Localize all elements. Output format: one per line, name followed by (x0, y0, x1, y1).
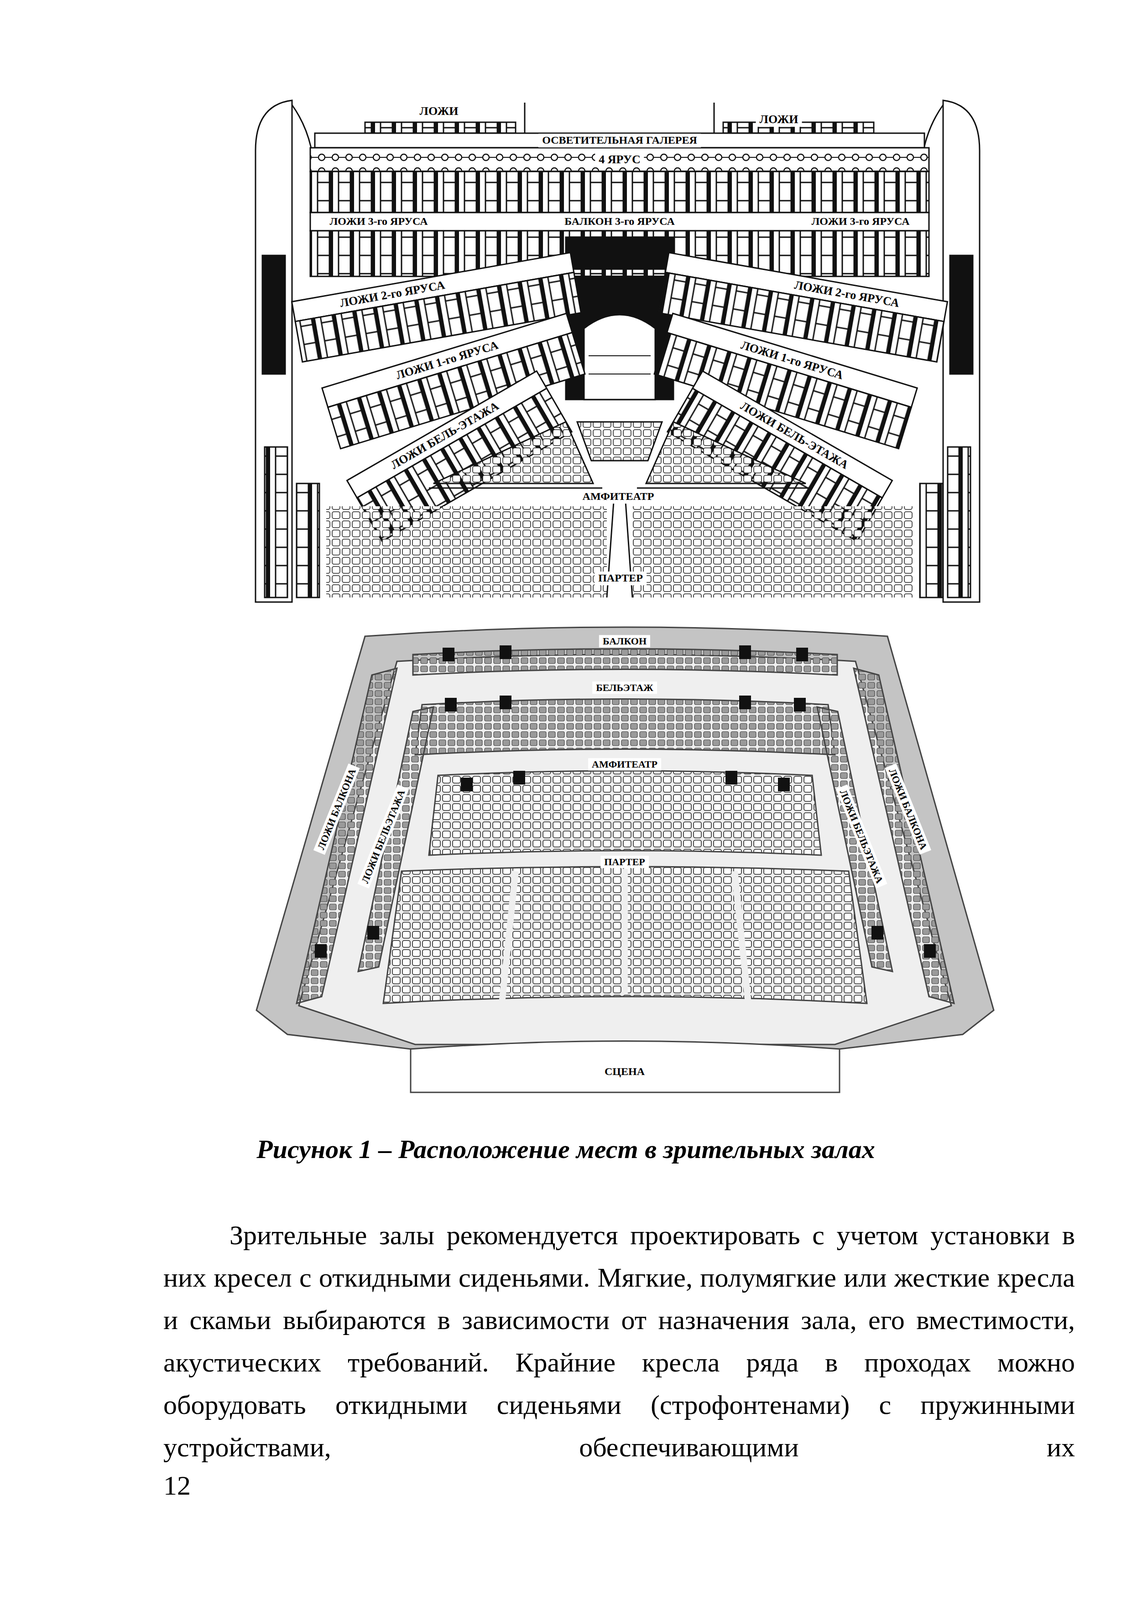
body-paragraph: Зрительные залы рекомендуется проектиров… (163, 1214, 1075, 1470)
figure-caption: Рисунок 1 – Расположение мест в зрительн… (18, 1134, 1114, 1165)
section-label: СЦЕНА (600, 1065, 649, 1080)
section-label: ЛОЖИ (756, 112, 803, 127)
section-label: БАЛКОН 3-го ЯРУСА (560, 214, 679, 229)
section-label: ОСВЕТИТЕЛЬНАЯ ГАЛЕРЕЯ (538, 133, 701, 148)
section-label: 4 ЯРУС (594, 152, 644, 167)
plan-view (256, 627, 994, 1093)
section-label: АМФИТЕАТР (588, 758, 662, 771)
page-number: 12 (163, 1470, 191, 1503)
section-label: ПАРТЕР (600, 855, 649, 869)
front-view (255, 100, 980, 603)
section-label: БЕЛЬЭТАЖ (592, 681, 658, 694)
section-label: ЛОЖИ 3-го ЯРУСА (325, 214, 432, 229)
section-label: БАЛКОН (599, 635, 651, 648)
section-label: ПАРТЕР (594, 571, 647, 586)
section-label: АМФИТЕАТР (579, 490, 658, 504)
section-label: ЛОЖИ 3-го ЯРУСА (807, 214, 913, 229)
section-label: ЛОЖИ (416, 104, 463, 119)
